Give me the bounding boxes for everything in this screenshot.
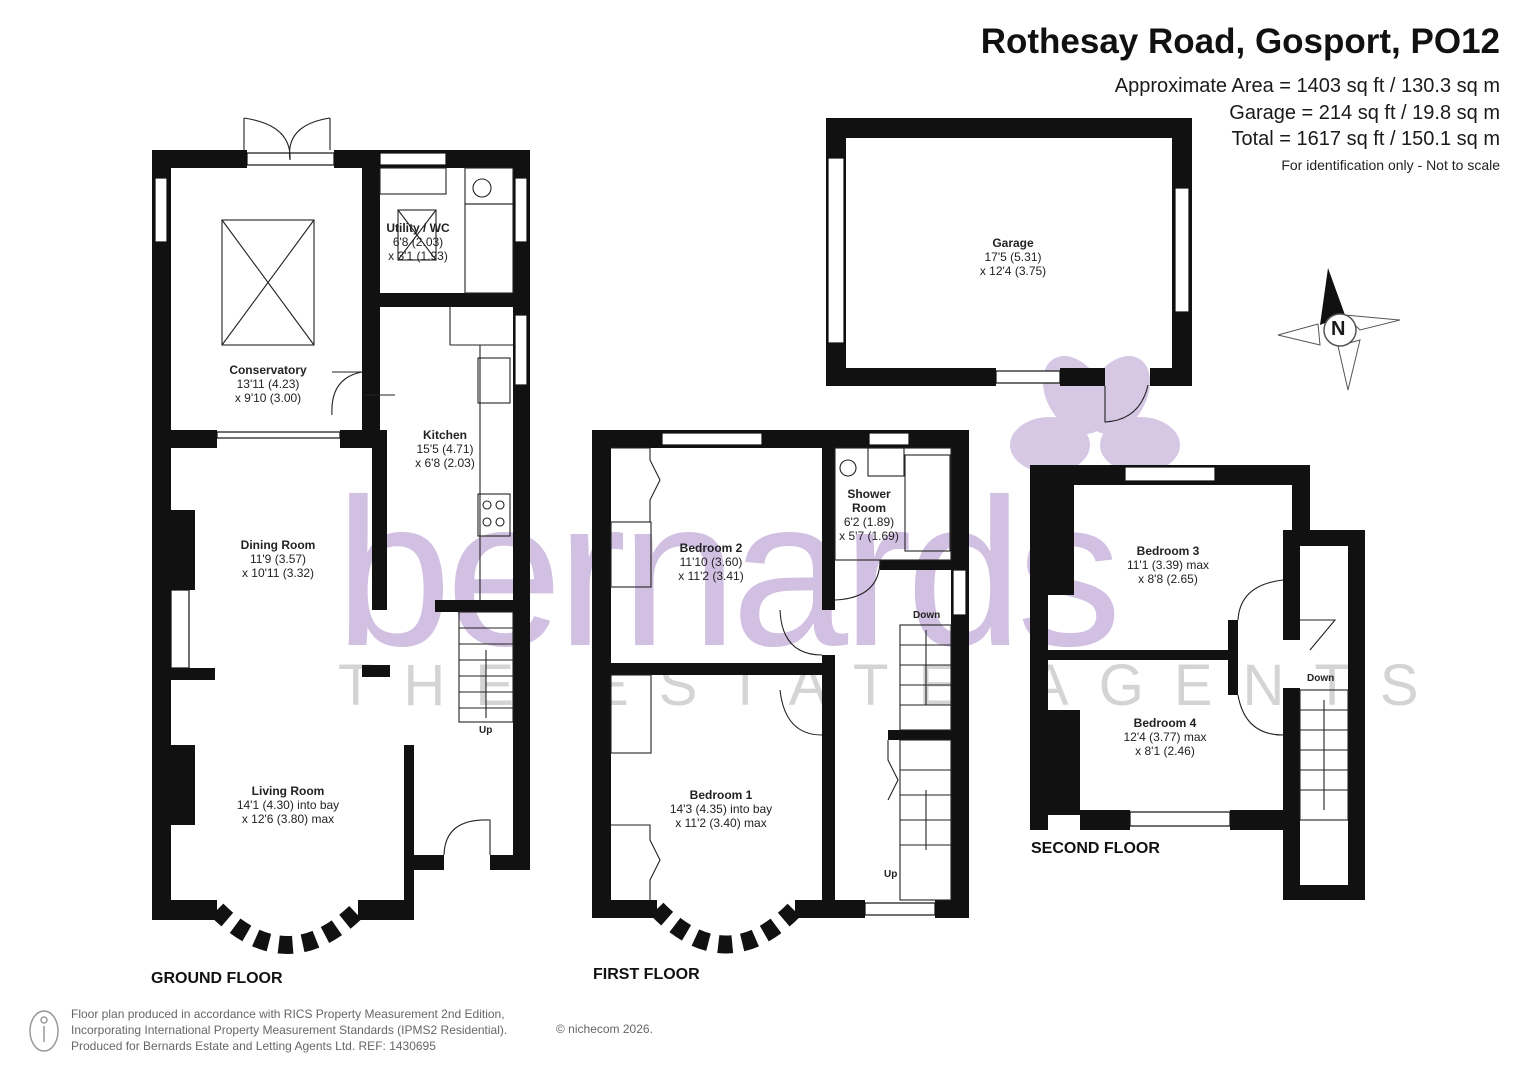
approx-area: Approximate Area = 1403 sq ft / 130.3 sq… [1114,75,1500,97]
room-name: Shower [847,487,891,501]
room-dim: 11'1 (3.39) max [1126,558,1210,572]
room-dim: x 3'1 (1.93) [388,249,448,263]
room-dim: 6'8 (2.03) [392,235,444,249]
walls [152,118,1365,920]
garage-area: Garage = 214 sq ft / 19.8 sq m [1229,102,1500,124]
room-dim: x 11'2 (3.41) [678,569,744,583]
footer-line: Floor plan produced in accordance with R… [71,1007,505,1021]
room-bedroom-2: Bedroom 2 11'10 (3.60) x 11'2 (3.41) [678,541,743,583]
room-dim: x 8'1 (2.46) [1135,744,1195,758]
room-living: Living Room 14'1 (4.30) into bay x 12'6 … [237,784,339,826]
room-shower: Shower Room 6'2 (1.89) x 5'7 (1.69) [839,487,899,543]
floor-label-first: FIRST FLOOR [593,966,700,983]
floor-label-second: SECOND FLOOR [1031,840,1160,857]
room-dim: x 9'10 (3.00) [234,391,302,405]
compass-icon [1277,268,1401,391]
room-dim: x 12'6 (3.80) max [241,812,335,826]
room-dim: 12'4 (3.77) max [1123,730,1207,744]
room-name: Bedroom 1 [689,788,753,802]
room-name: Garage [992,236,1034,250]
page-title: Rothesay Road, Gosport, PO12 [980,22,1500,61]
floor-label-ground: GROUND FLOOR [151,970,283,987]
scale-disclaimer: For identification only - Not to scale [1281,157,1500,173]
copyright: © nichecom 2026. [556,1022,653,1036]
room-dim: x 12'4 (3.75) [979,264,1047,278]
room-utility: Utility / WC 6'8 (2.03) x 3'1 (1.93) [386,221,449,263]
room-dim: x 8'8 (2.65) [1138,572,1198,586]
room-dim: 17'5 (5.31) [984,250,1042,264]
room-bedroom-4: Bedroom 4 12'4 (3.77) max x 8'1 (2.46) [1124,716,1207,758]
room-name: Bedroom 3 [1136,544,1200,558]
room-dining: Dining Room 11'9 (3.57) x 10'11 (3.32) [241,538,316,580]
watermark-flower-icon [1010,356,1180,473]
stairs-down-label: Down [1307,673,1335,684]
room-name: Dining Room [240,538,316,552]
bay-windows [210,902,802,954]
windows [154,152,1231,916]
room-dim: x 10'11 (3.32) [241,566,315,580]
room-name: Utility / WC [386,221,450,235]
room-dim: 11'10 (3.60) [679,555,743,569]
room-dim: x 6'8 (2.03) [415,456,475,470]
room-name: Bedroom 4 [1133,716,1197,730]
room-dim: 6'2 (1.89) [843,515,895,529]
room-dim: x 11'2 (3.40) max [675,816,767,830]
room-name: Conservatory [229,363,307,377]
room-kitchen: Kitchen 15'5 (4.71) x 6'8 (2.03) [415,428,475,470]
room-name: Kitchen [422,428,467,442]
room-name: Bedroom 2 [679,541,743,555]
footer-line: Incorporating International Property Mea… [71,1023,508,1037]
footer-note: Floor plan produced in accordance with R… [71,1006,507,1054]
stairs-down-label: Down [913,610,941,621]
room-dim: 15'5 (4.71) [416,442,474,456]
room-dim: 11'9 (3.57) [249,552,307,566]
stairs-up-label: Up [884,869,898,880]
total-area: Total = 1617 sq ft / 150.1 sq m [1231,128,1501,150]
compass-north-label: N [1331,318,1346,340]
footer-line: Produced for Bernards Estate and Letting… [71,1039,436,1053]
room-name: Living Room [251,784,325,798]
room-bedroom-3: Bedroom 3 11'1 (3.39) max x 8'8 (2.65) [1127,544,1209,586]
room-dim: 14'3 (4.35) into bay [669,802,773,816]
room-name: Room [852,501,886,515]
room-conservatory: Conservatory 13'11 (4.23) x 9'10 (3.00) [229,363,306,405]
fixtures [221,117,1349,901]
room-dim: 13'11 (4.23) [236,377,300,391]
stairs-up-label: Up [479,725,493,736]
person-icon [29,1010,59,1052]
room-garage: Garage 17'5 (5.31) x 12'4 (3.75) [980,236,1046,278]
room-dim: 14'1 (4.30) into bay [236,798,340,812]
room-dim: x 5'7 (1.69) [839,529,899,543]
room-bedroom-1: Bedroom 1 14'3 (4.35) into bay x 11'2 (3… [670,788,772,830]
